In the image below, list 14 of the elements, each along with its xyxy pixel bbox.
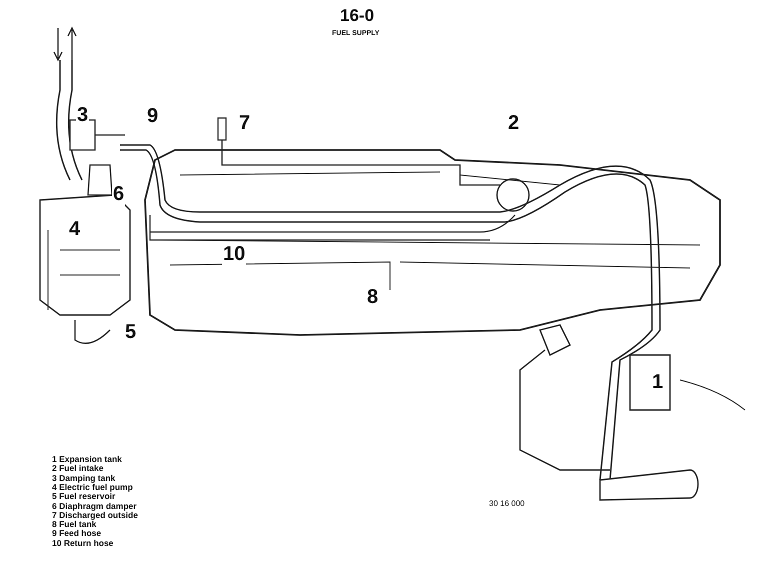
legend-entry: 7 Discharged outside: [52, 510, 138, 520]
page-title: 16-0: [340, 6, 374, 26]
legend-entry: 10 Return hose: [52, 538, 114, 548]
legend-entry: 8 Fuel tank: [52, 519, 96, 530]
legend-entry: 9 Feed hose: [52, 528, 102, 538]
figure-number: 30 16 000: [489, 499, 525, 508]
legend-entry: 3 Damping tank: [52, 472, 116, 483]
legend-entry: 5 Fuel reservoir: [52, 491, 116, 502]
legend-entry: 1 Expansion tank: [52, 454, 122, 464]
legend-entry: 4 Electric fuel pump: [52, 482, 133, 492]
callout-number: 10: [222, 243, 246, 266]
legend-entry: 6 Diaphragm damper: [52, 500, 137, 510]
callout-number: 6: [112, 183, 126, 206]
legend-entry: 2 Fuel intake: [52, 463, 104, 474]
